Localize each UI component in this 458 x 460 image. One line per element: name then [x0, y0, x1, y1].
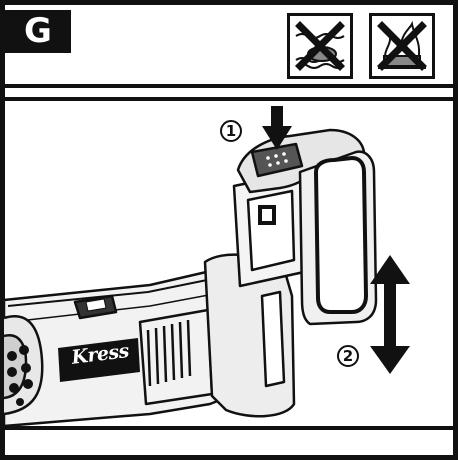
callout-step-1: 1	[220, 120, 242, 142]
speed-dial	[7, 345, 33, 406]
step-badge: G	[5, 10, 71, 53]
press-arrow	[262, 106, 292, 150]
no-water-icon	[287, 13, 353, 79]
battery-pack	[232, 128, 378, 326]
callout-step-2: 2	[337, 345, 359, 367]
tool-illustration	[2, 244, 298, 428]
slide-arrow	[370, 255, 410, 374]
no-fire-icon	[369, 13, 435, 79]
grip-texture	[146, 319, 192, 387]
